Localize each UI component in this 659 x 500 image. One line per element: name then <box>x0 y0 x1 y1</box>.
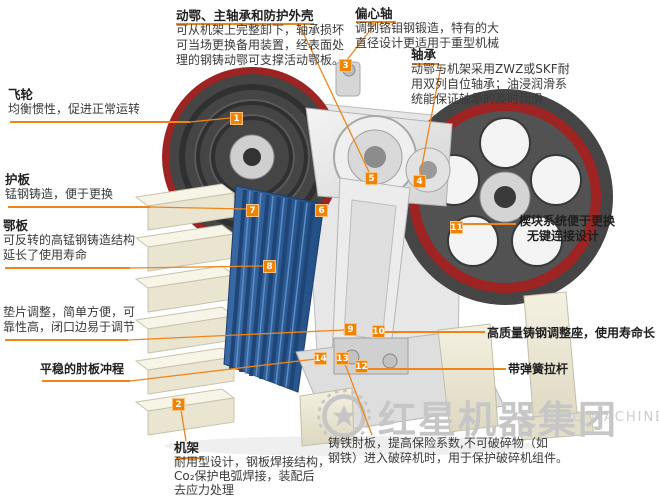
callout-line: 可反转的高锰钢铸造结构 <box>3 233 136 247</box>
jaw-plates <box>223 185 325 393</box>
watermark-brand-en: HXJQ MACHINERY GROUP <box>544 410 659 425</box>
part-marker-11: 11 <box>450 221 463 234</box>
callout-line: 动鄂与机架采用ZWZ或SKF耐 <box>411 62 570 76</box>
callout-title: 动鄂、主轴承和防护外壳 <box>176 8 314 23</box>
part-marker-6: 6 <box>315 204 328 217</box>
callout-toggle-plate: 铸铁肘板，提高保险系数,不可破碎物（如 钢铁）进入破碎机时，用于保护破碎机组件。 <box>328 436 568 466</box>
callout-line: 锰钢铸造，便于更换 <box>5 187 114 201</box>
brand-badge-icon <box>317 389 371 443</box>
callout-frame: 机架 耐用型设计，钢板焊接结构， Co₂保护电弧焊接，装配后 去应力处理 <box>174 440 331 498</box>
callout-line: 直径设计更适用于重型机械 <box>355 36 500 50</box>
callout-line: 靠性高，闭口边易于调节 <box>3 320 136 334</box>
callout-line: 耐用型设计，钢板焊接结构， <box>174 455 331 469</box>
callout-line: 用双列自位轴承；油浸润滑系 <box>411 77 568 91</box>
part-marker-10: 10 <box>372 325 385 338</box>
callout-title: 偏心轴 <box>355 6 393 21</box>
callout-toggle-stroke: 平稳的肘板冲程 <box>40 362 124 377</box>
callout-line: 理的钢铸动鄂可支撑活动鄂板。 <box>176 53 345 67</box>
part-marker-8: 8 <box>263 260 276 273</box>
callout-line: 去应力处理 <box>174 483 235 497</box>
watermark-logo: HXJQ MACHINERY GROUP 红星机器集团 <box>316 388 659 444</box>
part-marker-13: 13 <box>336 352 349 365</box>
part-marker-2: 2 <box>172 398 185 411</box>
callout-title: 鄂板 <box>3 218 29 233</box>
part-marker-7: 7 <box>246 204 259 217</box>
callout-line: 调制铬钼钢锻造，特有的大 <box>355 21 500 35</box>
callout-title: 机架 <box>174 440 200 455</box>
callout-guard-plate: 护板 锰钢铸造，便于更换 <box>5 172 113 202</box>
callout-line: 延长了使用寿命 <box>3 248 88 262</box>
right-support-leg <box>517 291 595 441</box>
right-flywheel <box>397 89 613 305</box>
callout-title: 护板 <box>5 172 31 187</box>
callout-line: 可从机架上完整卸下，轴承损坏 <box>176 23 345 37</box>
callout-line: 钢铁）进入破碎机时，用于保护破碎机组件。 <box>328 451 569 465</box>
part-marker-9: 9 <box>344 323 357 336</box>
part-marker-5: 5 <box>365 172 378 185</box>
callout-title: 轴承 <box>411 47 437 62</box>
callout-line: 高质量铸钢调整座，使用寿命长 <box>487 326 656 340</box>
part-marker-12: 12 <box>355 360 368 373</box>
callout-line: 均衡惯性，促进正常运转 <box>8 102 141 116</box>
frame-steps <box>134 183 236 436</box>
callout-line: 带弹簧拉杆 <box>508 362 569 376</box>
callout-line: 可当场更换备用装置，经表面处 <box>176 38 345 52</box>
part-marker-1: 1 <box>230 112 243 125</box>
callout-moving-jaw: 动鄂、主轴承和防护外壳 可从机架上完整卸下，轴承损坏 可当场更换备用装置，经表面… <box>176 8 344 68</box>
callout-spring-rod: 带弹簧拉杆 <box>508 362 568 377</box>
callout-jaw-plate: 鄂板 可反转的高锰钢铸造结构 延长了使用寿命 <box>3 218 135 263</box>
callout-bearing: 轴承 动鄂与机架采用ZWZ或SKF耐 用双列自位轴承；油浸润滑系 统能保证轴承的… <box>411 47 570 107</box>
callout-wedge-system: 楔块系统便于更换 无键连接设计 <box>519 214 615 244</box>
callout-line: 统能保证轴承的及时润滑 <box>411 92 544 106</box>
part-marker-14: 14 <box>314 352 327 365</box>
part-marker-4: 4 <box>413 175 426 188</box>
callout-line: Co₂保护电弧焊接，装配后 <box>174 469 315 483</box>
callout-line: 无键连接设计 <box>527 229 600 243</box>
callout-shim-adjustment: 垫片调整，简单方便，可 靠性高，闭口边易于调节 <box>3 305 135 335</box>
watermark-brand: 红星机器集团 <box>378 397 619 442</box>
callout-line: 垫片调整，简单方便，可 <box>3 305 136 319</box>
callout-line: 平稳的肘板冲程 <box>40 362 125 376</box>
callout-eccentric-shaft: 偏心轴 调制铬钼钢锻造，特有的大 直径设计更适用于重型机械 <box>355 6 499 51</box>
callout-title: 飞轮 <box>8 87 34 102</box>
callout-line: 铸铁肘板，提高保险系数,不可破碎物（如 <box>328 436 548 450</box>
callout-adjusting-seat: 高质量铸钢调整座，使用寿命长 <box>487 326 655 341</box>
callout-flywheel: 飞轮 均衡惯性，促进正常运转 <box>8 87 140 117</box>
callout-line: 楔块系统便于更换 <box>519 214 616 228</box>
part-marker-3: 3 <box>339 59 352 72</box>
ground-shadow <box>165 436 535 456</box>
